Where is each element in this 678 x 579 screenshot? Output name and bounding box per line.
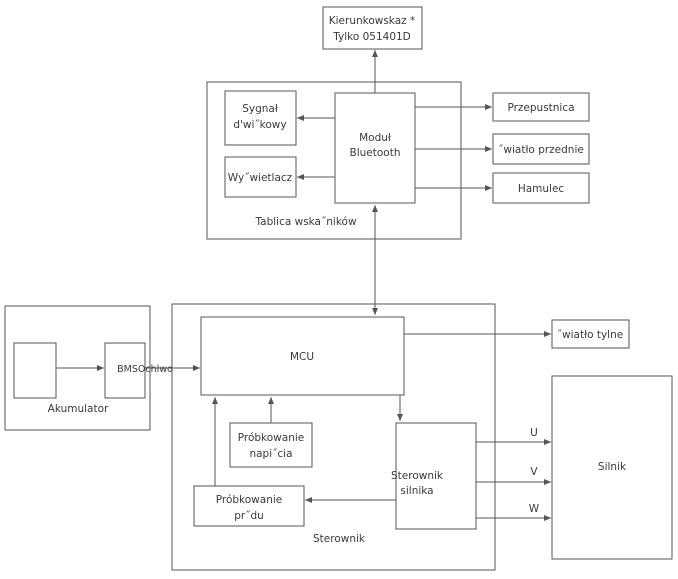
sterownik-silnika-box [395,422,477,530]
probkowanie-pradu-label-1: Próbkowanie [216,494,283,506]
tablica-label: Tablica wska˝ników [254,216,356,228]
probkowanie-pradu-label-2: pr˝du [234,510,264,522]
hamulec-box [492,172,590,204]
swiatlo-przednie-label: ˝wiatło przednie [498,144,584,156]
sygnal-box [224,90,297,146]
bluetooth-label-2: Bluetooth [350,147,401,159]
akumulator-label: Akumulator [48,403,109,415]
sygnal-label-1: Sygnał [242,103,278,115]
wyswietlacz-label: Wy˝wietlacz [228,172,293,184]
sterownik-group [171,303,496,571]
hamulec-label: Hamulec [518,183,565,195]
mcu-label: MCU [290,351,314,363]
kierunkowskaz-box [322,6,423,50]
kierunkowskaz-label-2: Tylko 051401D [332,31,411,43]
probkowanie-napiecia-label-2: napi˝cia [249,448,292,460]
probkowanie-pradu-box [193,485,305,527]
przepustnica-label: Przepustnica [507,102,574,114]
sygnal-label-2: d'wi˝kowy [233,119,286,131]
swiatlo-tylne-label: ˝wiatło tylne [557,329,623,341]
bluetooth-box [334,92,416,204]
probkowanie-napiecia-box [229,422,313,468]
mcu-box [200,316,405,396]
sterownik-label: Sterownik [313,533,366,545]
wyswietlacz-box [224,156,297,198]
phase-w-label: W [529,503,540,515]
sterownik-silnika-label-1: Sterownik [391,470,444,482]
kierunkowskaz-label-1: Kierunkowskaz * [329,15,416,27]
probkowanie-napiecia-label-1: Próbkowanie [238,432,305,444]
przepustnica-box [492,92,590,122]
phase-u-label: U [530,427,538,439]
bluetooth-label-1: Moduł [359,132,391,144]
tablica-group [206,81,462,240]
bms-box [104,342,146,399]
phase-v-label: V [530,466,538,478]
battery-cell-box [13,342,57,399]
silnik-box [551,375,673,560]
swiatlo-tylne-box [551,319,630,349]
swiatlo-przednie-box [492,133,590,165]
sterownik-silnika-label-2: silnika [400,485,433,497]
bms-label: BMSOchlwo [117,364,173,375]
silnik-label: Silnik [598,461,627,473]
